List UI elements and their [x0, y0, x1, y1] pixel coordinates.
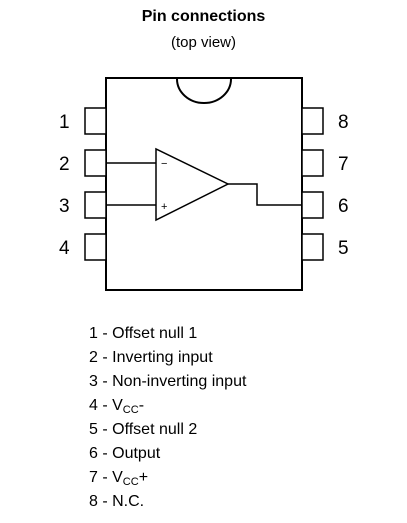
pin-1-lead [84, 107, 107, 135]
pin-7-lead [301, 149, 324, 177]
pin-number-2: 2 [59, 154, 70, 175]
legend-item: 4 - VCC- [89, 397, 145, 416]
pin-number-8: 8 [338, 112, 349, 133]
pin-number-6: 6 [338, 196, 349, 217]
pin-number-7: 7 [338, 154, 349, 175]
pin-3-lead [84, 191, 107, 219]
output-wire [228, 183, 302, 206]
legend-item: 8 - N.C. [89, 493, 145, 510]
pin-2-lead [84, 149, 107, 177]
orientation-notch [176, 78, 232, 104]
pin-number-1: 1 [59, 112, 70, 133]
legend-item: 2 - Inverting input [89, 349, 213, 366]
inverting-sign: − [161, 158, 167, 170]
diagram-title: Pin connections [141, 8, 266, 25]
noninverting-sign: + [161, 201, 167, 213]
diagram-subtitle: (top view) [170, 34, 237, 51]
pin-4-lead [84, 233, 107, 261]
legend-item: 7 - VCC+ [89, 469, 149, 488]
pin-number-5: 5 [338, 238, 349, 259]
legend-item: 6 - Output [89, 445, 161, 462]
legend-item: 5 - Offset null 2 [89, 421, 198, 438]
pin-legend: 1 - Offset null 1 2 - Inverting input 3 … [89, 322, 246, 514]
pin-5-lead [301, 233, 324, 261]
pin-number-4: 4 [59, 238, 70, 259]
pin-number-3: 3 [59, 196, 70, 217]
legend-item: 3 - Non-inverting input [89, 373, 247, 390]
pin-8-lead [301, 107, 324, 135]
legend-item: 1 - Offset null 1 [89, 325, 198, 342]
pin-6-lead [301, 191, 324, 219]
opamp-symbol [155, 147, 230, 222]
